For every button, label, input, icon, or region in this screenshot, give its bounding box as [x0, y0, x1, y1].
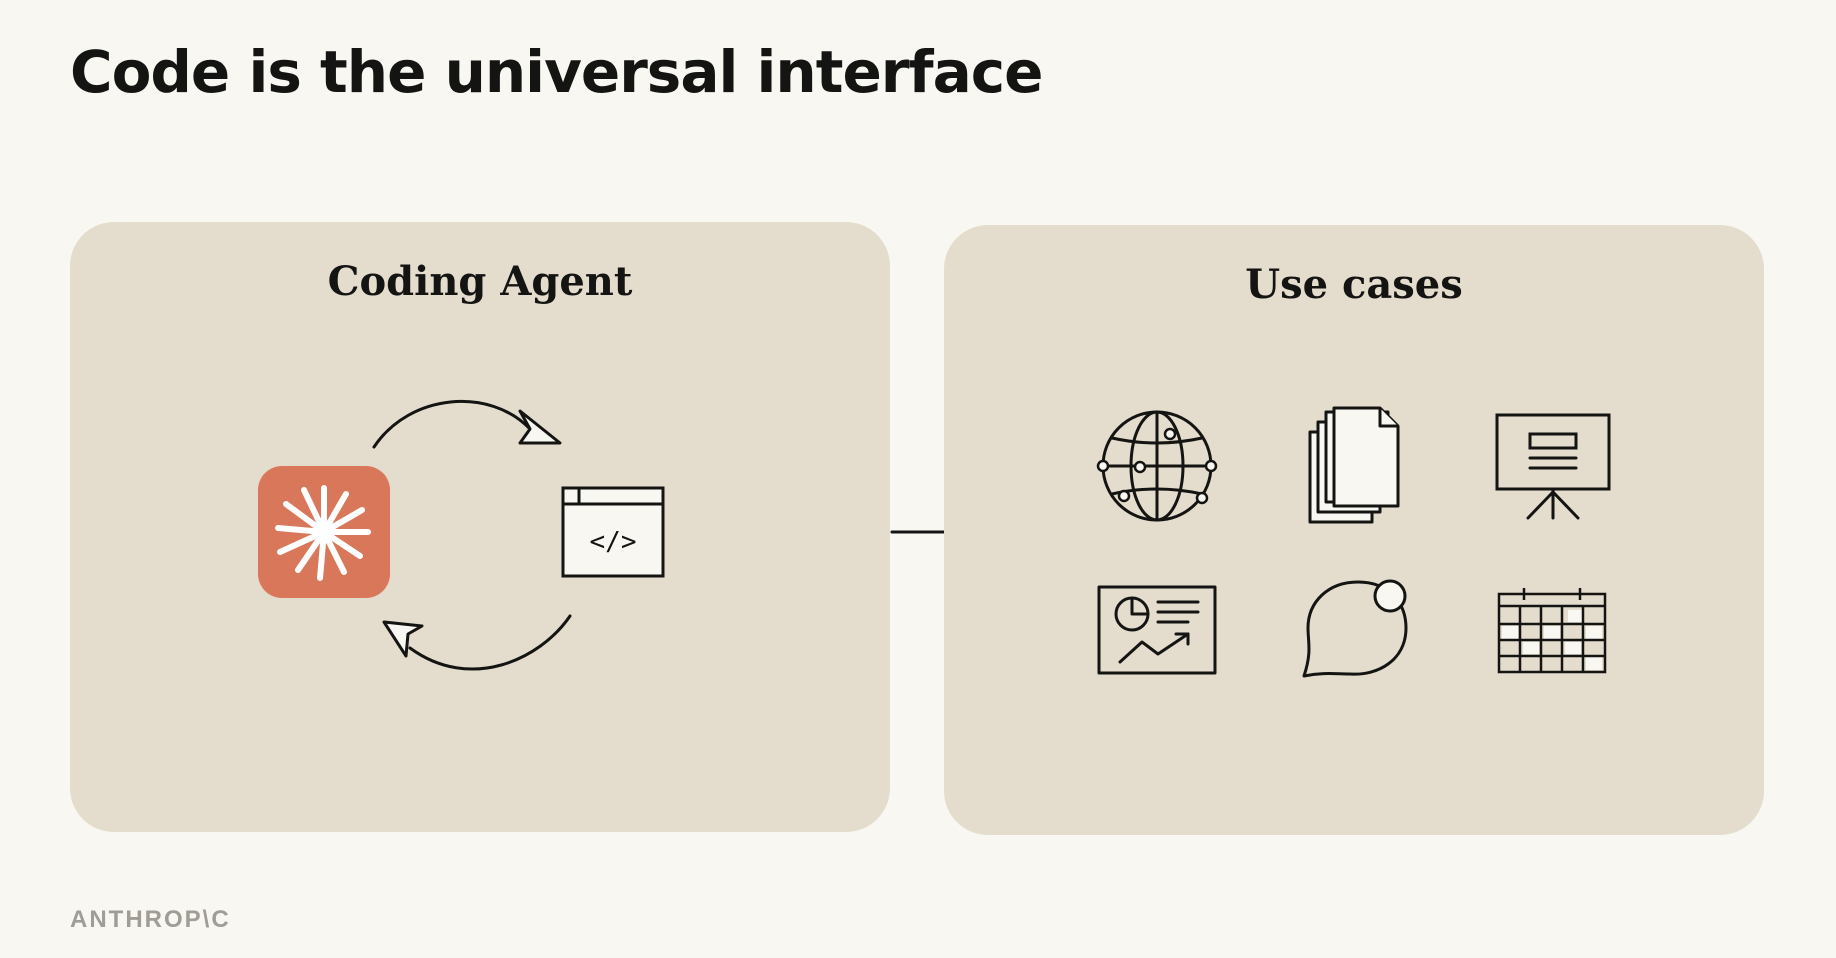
- coding-agent-panel: Coding Agent: [70, 222, 890, 832]
- claude-spark-icon: [258, 466, 390, 598]
- documents-icon: [1308, 406, 1400, 524]
- use-cases-panel: Use cases: [944, 225, 1764, 835]
- arrow-bottom-icon: [382, 614, 572, 671]
- report-icon: [1097, 585, 1217, 675]
- slide-title: Code is the universal interface: [70, 38, 1043, 106]
- use-cases-title: Use cases: [1245, 261, 1463, 308]
- globe-icon: [1096, 410, 1218, 522]
- arrow-top-icon: [372, 400, 562, 449]
- anthropic-logo: ANTHROP\C: [70, 906, 231, 933]
- presentation-icon: [1495, 413, 1611, 520]
- code-window-icon: </>: [561, 486, 665, 578]
- coding-agent-title: Coding Agent: [327, 258, 633, 305]
- chat-icon: [1302, 579, 1408, 678]
- calendar-icon: [1497, 588, 1607, 674]
- code-symbol: </>: [590, 527, 637, 557]
